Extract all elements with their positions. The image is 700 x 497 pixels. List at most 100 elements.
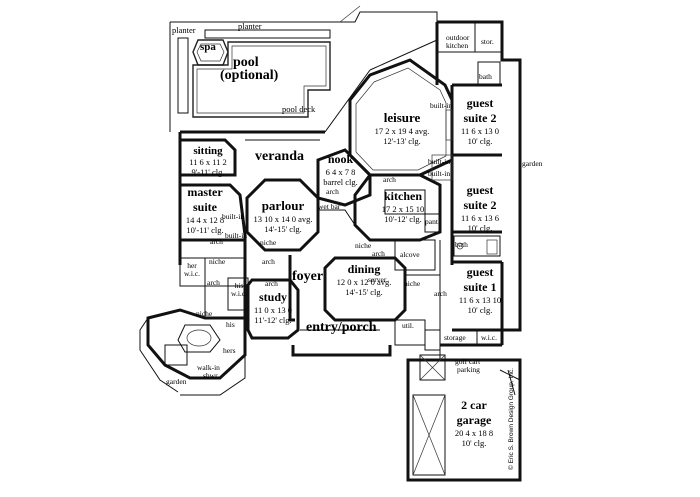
wic-guest-label: w.i.c. <box>481 333 497 342</box>
arch-label-1: arch <box>326 187 339 196</box>
nook-name: nook <box>327 152 354 166</box>
kitchen-name: kitchen <box>383 189 422 203</box>
alcove-label: alcove <box>400 250 420 259</box>
fixtures <box>431 109 498 255</box>
guest-suite-2a-room: guest suite 2 11 6 x 13 0 10' clg. <box>455 96 505 146</box>
guest-suite-2b-clg: 10' clg. <box>467 223 493 233</box>
parlour-clg: 14'-15' clg. <box>264 224 302 234</box>
parlour-room: parlour 13 10 x 14 0 avg. 14'-15' clg. <box>250 198 316 234</box>
outdoor-kitchen-label-1: outdoor <box>446 33 470 42</box>
builtin-master2-label: built-in <box>225 231 248 240</box>
sitting-dim: 11 6 x 11 2 <box>189 157 227 167</box>
guest-suite-1-clg: 10' clg. <box>467 305 493 315</box>
arch-label-2: arch <box>383 175 396 184</box>
study-name: study <box>258 290 287 304</box>
builtin-master-label: built-in <box>222 212 245 221</box>
kitchen-room: kitchen 17 2 x 15 10 10'-12' clg. <box>370 189 436 224</box>
pool-optional-label: (optional) <box>220 68 279 83</box>
guest-suite-2b-room: guest suite 2 11 6 x 13 6 10' clg. <box>455 183 505 233</box>
her-wic-label: her w.i.c. <box>184 261 200 278</box>
leisure-dim: 17 2 x 19 4 avg. <box>374 126 430 136</box>
niche-label-3: niche <box>355 241 372 250</box>
kitchen-clg: 10'-12' clg. <box>384 214 422 224</box>
sitting-name: sitting <box>193 145 223 157</box>
leisure-clg: 12'-13' clg. <box>383 136 421 146</box>
arch-label-3: arch <box>210 237 223 246</box>
walkin-label-1: walk-in <box>197 363 220 372</box>
veranda-label: veranda <box>255 149 304 164</box>
guest-suite-2a-dim: 11 6 x 13 0 <box>461 126 499 136</box>
parlour-name: parlour <box>261 198 305 213</box>
bath-mid-label: bath <box>455 240 468 249</box>
nook-dim: 6 4 x 7 8 <box>325 167 356 177</box>
his-label: his <box>226 320 235 329</box>
outer-walls <box>139 20 522 482</box>
niche-label-4: niche <box>404 279 421 288</box>
outdoor-kitchen-label-2: kitchen <box>446 41 469 50</box>
util-label: util. <box>402 321 414 330</box>
planter-left-label: planter <box>172 25 196 35</box>
guest-suite-1-name: guest suite 1 <box>463 265 497 294</box>
guest-suite-2b-name: guest suite 2 <box>463 183 497 212</box>
garage-room: 2 car garage 20 4 x 18 8 10' clg. <box>448 398 500 448</box>
planter-top-label: planter <box>238 21 262 31</box>
builtin-1-label: built-in <box>428 157 451 166</box>
leisure-room: leisure 17 2 x 19 4 avg. 12'-13' clg. <box>362 110 442 146</box>
arch-label-6: arch <box>207 278 220 287</box>
spa-label: spa <box>200 41 216 53</box>
walkin-label-2: shwr. <box>203 371 220 380</box>
sitting-room: sitting 11 6 x 11 2 9'-11' clg. <box>183 145 233 177</box>
guest-suite-2b-dim: 11 6 x 13 6 <box>461 213 499 223</box>
hers-label: hers <box>223 346 236 355</box>
pool-label: pool <box>233 55 259 70</box>
dining-dim: 12 0 x 12 0 avg. <box>336 277 392 287</box>
niche-label-1: niche <box>260 238 277 247</box>
nook-room: nook 6 4 x 7 8 barrel clg. <box>318 152 363 187</box>
garage-clg: 10' clg. <box>461 438 487 448</box>
arch-label-7: arch <box>434 289 447 298</box>
leisure-name: leisure <box>383 110 421 125</box>
golf-cart-label-2: parking <box>457 365 480 374</box>
guest-suite-2a-name: guest suite 2 <box>463 96 497 125</box>
entry-porch-label: entry/porch <box>306 320 377 335</box>
guest-suite-1-dim: 11 6 x 13 10 <box>458 295 502 305</box>
stor-label: stor. <box>481 37 494 46</box>
foyer-label: foyer <box>292 269 324 284</box>
garden-right-label: garden <box>522 159 543 168</box>
planter-top <box>177 29 331 114</box>
bath-top-label: bath <box>479 72 492 81</box>
dining-room: dining 12 0 x 12 0 avg. 14'-15' clg. <box>333 262 395 297</box>
golf-cart-label-1: golf cart <box>455 357 481 366</box>
garage-dim: 20 4 x 18 8 <box>454 428 494 438</box>
sitting-clg: 9'-11' clg. <box>191 167 225 177</box>
builtin-2-label: built-in <box>428 169 451 178</box>
study-room: study 11 0 x 13 0 11'-12' clg. <box>250 290 296 325</box>
his-wic-label: his w.i.c. <box>231 281 247 298</box>
arch-label-4: arch <box>262 257 275 266</box>
master-suite-room: master suite 14 4 x 12 8 10'-11' clg. <box>180 185 230 235</box>
pool-deck-label: pool deck <box>282 104 316 114</box>
dining-clg: 14'-15' clg. <box>345 287 383 297</box>
study-dim: 11 0 x 13 0 <box>254 305 292 315</box>
arch-label-5: arch <box>372 249 385 258</box>
niche-label-5: niche <box>196 309 213 318</box>
guest-suite-2a-clg: 10' clg. <box>467 136 493 146</box>
dining-name: dining <box>347 262 381 276</box>
kitchen-dim: 17 2 x 15 10 <box>381 204 425 214</box>
master-suite-dim: 14 4 x 12 8 <box>185 215 225 225</box>
nook-clg: barrel clg. <box>323 177 358 187</box>
master-suite-clg: 10'-11' clg. <box>186 225 224 235</box>
wet-bar-label: wet bar <box>318 202 341 211</box>
builtin-leisure-label: built-in <box>430 101 453 110</box>
pant-label: pant. <box>425 217 440 226</box>
garden-left-label: garden <box>166 377 187 386</box>
garage-name: 2 car garage <box>456 398 492 427</box>
pool-shape <box>192 41 331 118</box>
copyright-label: © Eric S. Brown Design Group, Inc. <box>508 368 515 470</box>
storage-label: storage <box>444 333 466 342</box>
parlour-dim: 13 10 x 14 0 avg. <box>253 214 313 224</box>
study-clg: 11'-12' clg. <box>254 315 292 325</box>
guest-suite-1-room: guest suite 1 11 6 x 13 10 10' clg. <box>455 265 505 315</box>
server-label: server <box>368 275 387 284</box>
